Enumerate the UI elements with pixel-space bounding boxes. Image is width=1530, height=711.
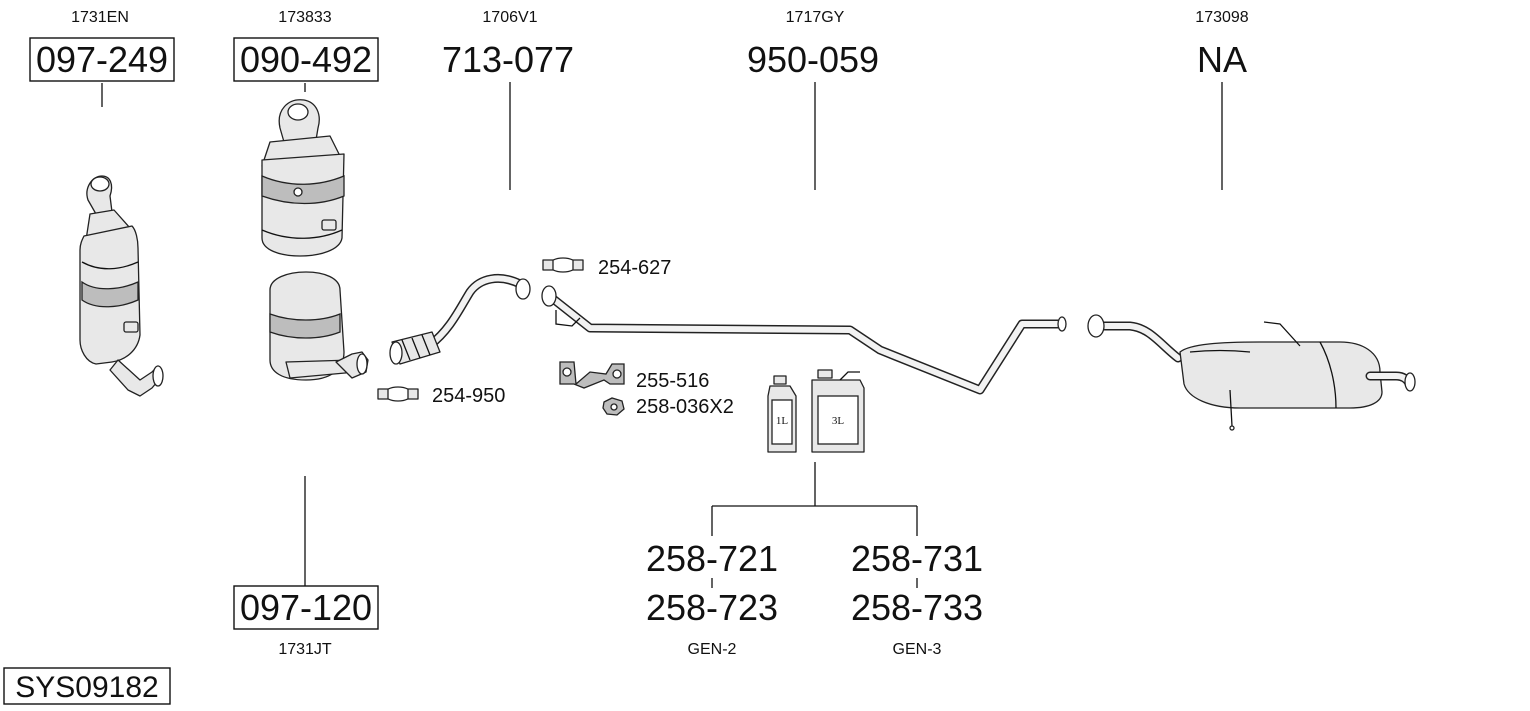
part-number-258-731[interactable]: 258-731 [851,538,983,579]
ref-1706V1: 1706V1 [482,9,537,26]
clamp-254-627-drawing[interactable] [542,257,584,273]
part-number-255-516[interactable]: 255-516 [636,370,709,392]
part-number-258-036X2[interactable]: 258-036X2 [636,396,734,418]
part-number-254-950[interactable]: 254-950 [432,385,505,407]
part-number-258-733[interactable]: 258-733 [851,587,983,628]
bottle-1l-label: 1L [776,415,789,427]
rear-silencer-drawing[interactable] [1087,314,1416,431]
part-number-090-492[interactable]: 090-492 [240,39,372,80]
particulate-filter-lower-drawing[interactable] [269,271,369,381]
diesel-particulate-filter-drawing[interactable] [261,99,345,257]
gen-2-label: GEN-2 [688,641,737,658]
part-box-090-492 [233,37,379,82]
fluid-canister-3l-drawing[interactable] [811,369,865,453]
part-number-097-120[interactable]: 097-120 [240,587,372,628]
ref-1731JT: 1731JT [278,641,332,658]
hanger-255-516-drawing[interactable] [559,361,625,389]
part-number-258-721[interactable]: 258-721 [646,538,778,579]
part-number-713-077[interactable]: 713-077 [442,39,574,80]
fluid-bracket-lines [711,462,918,536]
part-number-950-059[interactable]: 950-059 [747,39,879,80]
front-pipe-drawing[interactable] [389,273,531,365]
system-id: SYS09182 [15,671,158,704]
middle-pipe-drawing[interactable] [541,285,1067,395]
gen-3-label: GEN-3 [893,641,942,658]
canister-3l-label: 3L [832,415,845,427]
clamp-254-950-drawing[interactable] [377,386,419,402]
ref-173833: 173833 [278,9,331,26]
part-number-097-249[interactable]: 097-249 [36,39,168,80]
part-number-254-627[interactable]: 254-627 [598,257,671,279]
fluid-bottle-1l-drawing[interactable] [767,375,797,453]
catalytic-converter-small-drawing[interactable] [79,175,164,397]
part-number-258-723[interactable]: 258-723 [646,587,778,628]
nut-258-036X2-drawing[interactable] [602,397,625,416]
part-box-097-249 [29,37,175,82]
system-id-box [3,667,171,705]
ref-1717GY: 1717GY [786,9,845,26]
ref-1731EN: 1731EN [71,9,129,26]
ref-173098: 173098 [1195,9,1248,26]
part-box-097-120 [233,585,379,630]
part-number-NA[interactable]: NA [1197,39,1247,80]
